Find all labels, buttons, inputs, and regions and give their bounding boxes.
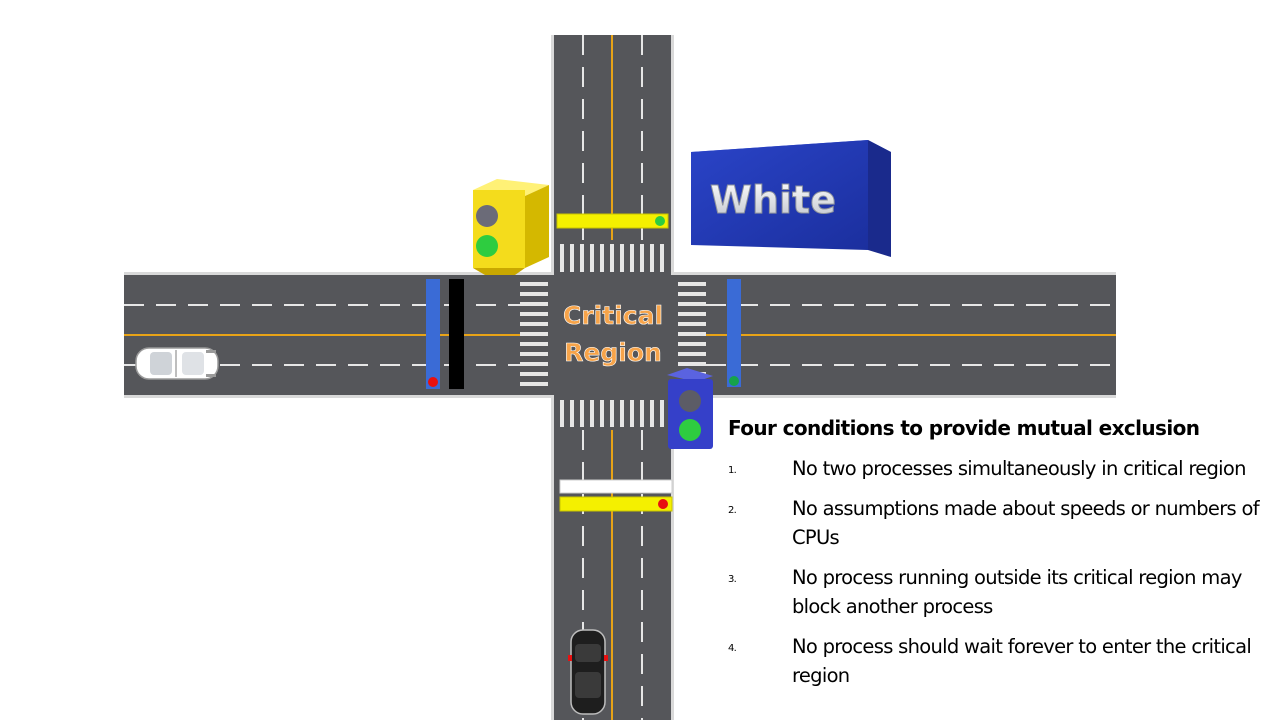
white-car	[135, 347, 219, 380]
item-text: No assumptions made about speeds or numb…	[792, 497, 1260, 549]
mutual-exclusion-conditions: Four conditions to provide mutual exclus…	[728, 416, 1273, 701]
signal-light-top	[679, 390, 701, 412]
item-number: 4.	[728, 643, 737, 654]
crosswalk-top	[560, 244, 664, 272]
signal-light-bottom	[476, 235, 498, 257]
conditions-list: 1. No two processes simultaneously in cr…	[728, 454, 1273, 690]
item-number: 3.	[728, 574, 737, 585]
gate-right	[727, 279, 741, 387]
critical-region-label-line1: Critical	[563, 301, 663, 330]
gate-left	[426, 279, 464, 389]
signal-light-bottom	[679, 419, 701, 441]
crosswalk-left	[520, 282, 548, 386]
item-number: 2.	[728, 505, 737, 516]
list-item: 2. No assumptions made about speeds or n…	[728, 494, 1273, 552]
traffic-signal-blue	[667, 368, 713, 449]
conditions-title: Four conditions to provide mutual exclus…	[728, 416, 1200, 440]
crosswalk-bottom	[560, 400, 664, 427]
item-text: No process should wait forever to enter …	[792, 635, 1252, 687]
list-item: 4. No process should wait forever to ent…	[728, 632, 1273, 690]
list-item: 3. No process running outside its critic…	[728, 563, 1273, 621]
white-box-label: White	[710, 178, 836, 222]
critical-region-label-line2: Region	[564, 338, 662, 367]
black-car	[568, 629, 608, 715]
traffic-signal-yellow	[473, 179, 549, 275]
gate-top	[556, 213, 669, 229]
white-box: White	[691, 140, 891, 257]
gate-bottom	[559, 479, 673, 512]
list-item: 1. No two processes simultaneously in cr…	[728, 454, 1273, 483]
road-junction	[554, 275, 671, 395]
item-number: 1.	[728, 465, 737, 476]
signal-light-top	[476, 205, 498, 227]
item-text: No two processes simultaneously in criti…	[792, 457, 1246, 480]
item-text: No process running outside its critical …	[792, 566, 1242, 618]
